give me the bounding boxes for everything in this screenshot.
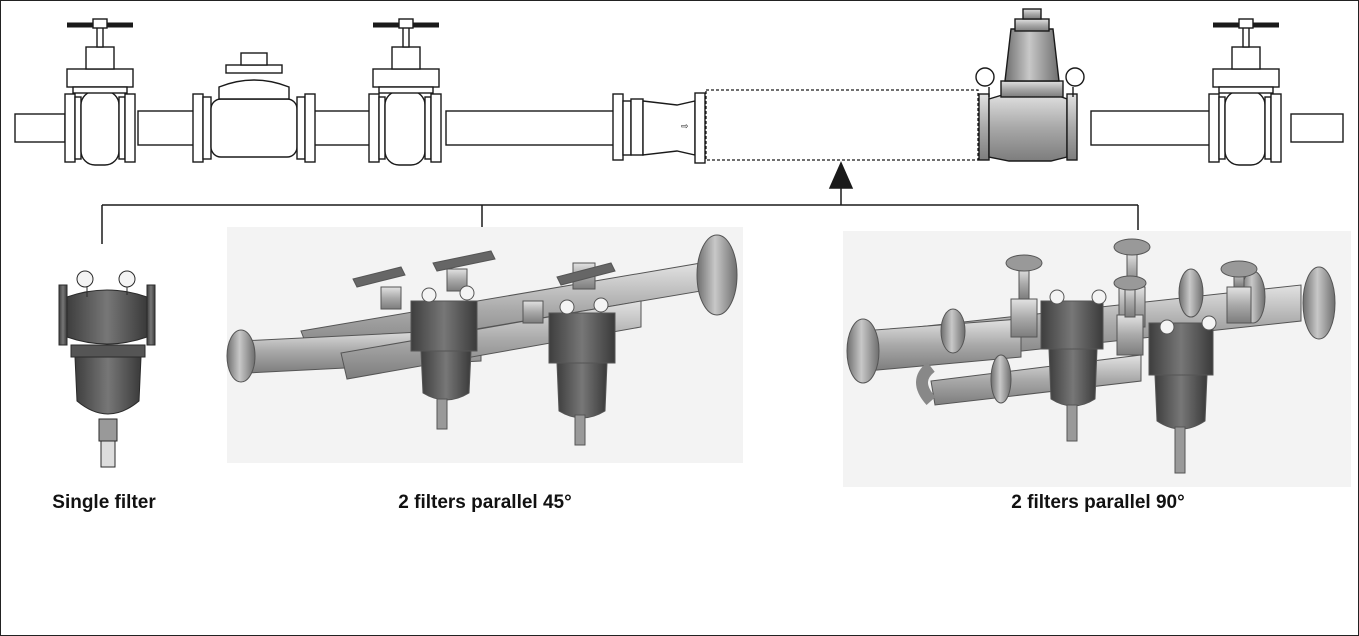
pipe-segment <box>1090 110 1212 146</box>
filter-position-box <box>705 89 979 161</box>
caption-parallel-90: 2 filters parallel 90° <box>1011 492 1185 513</box>
caption-single-filter: Single filter <box>52 492 156 513</box>
caption-parallel-45: 2 filters parallel 45° <box>398 492 572 513</box>
pipe-segment <box>312 110 374 146</box>
pipe-segment <box>137 110 197 146</box>
gate-valve-2 <box>368 18 442 166</box>
pipe-segment <box>14 113 66 143</box>
pipe-segment <box>445 110 617 146</box>
arrow-head <box>828 161 854 189</box>
check-valve: ⇨ <box>612 92 706 164</box>
gate-valve-1 <box>64 18 136 166</box>
pipeline: ⇨ <box>14 8 1344 166</box>
pressure-reducing-valve <box>975 8 1085 162</box>
single-filter-illustration <box>58 270 156 468</box>
parallel-90-illustration <box>843 231 1351 487</box>
pipe-segment <box>1290 113 1344 143</box>
water-meter <box>192 52 316 163</box>
gate-valve-3 <box>1208 18 1282 166</box>
connector-tree <box>101 161 1139 244</box>
svg-text:⇨: ⇨ <box>681 121 689 131</box>
parallel-45-illustration <box>226 227 743 463</box>
